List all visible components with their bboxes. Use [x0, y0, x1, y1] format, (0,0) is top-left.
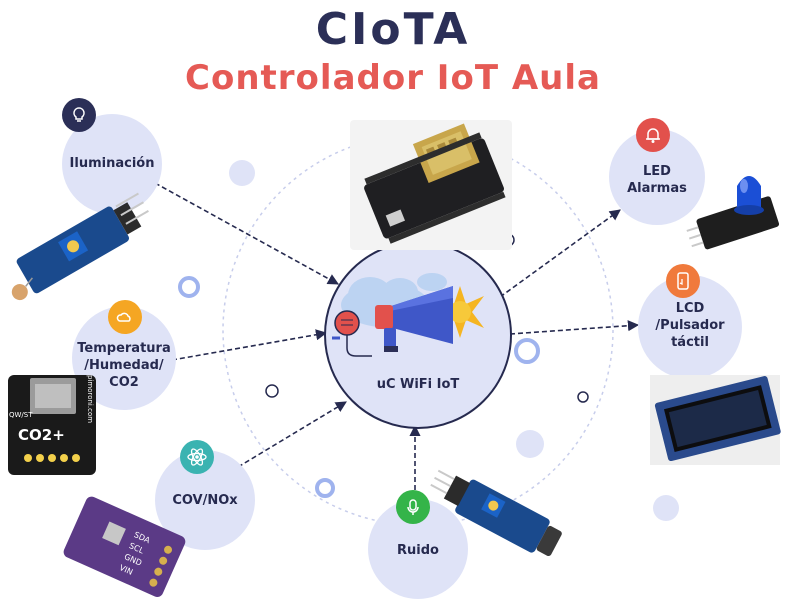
center-node	[324, 241, 512, 429]
decor-dot	[315, 478, 335, 498]
label-temperatura-line: CO2	[109, 375, 139, 390]
bell-icon	[636, 118, 670, 152]
label-ruido: Ruido	[397, 543, 439, 558]
label-led: LED Alarmas	[612, 163, 702, 197]
decor-dot	[514, 338, 540, 364]
decor-dot	[265, 384, 279, 398]
qwst-label: QW/ST	[9, 411, 33, 419]
node-cov	[155, 450, 255, 550]
co2-board-label: CO2+	[18, 426, 65, 444]
pimoroni-label: pimoroni.com	[86, 375, 94, 423]
voc-sensor-board-image: VIN GND SCL SDA	[63, 496, 186, 597]
sound-sensor-module-image	[430, 469, 562, 557]
microphone-icon	[396, 490, 430, 524]
arrow-led	[499, 209, 621, 298]
node-led	[609, 129, 705, 225]
label-lcd-line: táctil	[671, 335, 709, 350]
label-led-line: Alarmas	[627, 181, 687, 196]
label-iluminacion: Iluminación	[69, 156, 155, 171]
node-ruido	[368, 499, 468, 599]
decor-dot	[178, 276, 200, 298]
led-module-image	[686, 176, 780, 250]
decor-dot	[229, 160, 255, 186]
label-led-line: LED	[643, 164, 671, 179]
cloud-sun-icon	[108, 300, 142, 334]
lightbulb-icon	[62, 98, 96, 132]
atom-icon	[180, 440, 214, 474]
node-lcd	[638, 275, 742, 379]
main-title: CIoTA	[315, 4, 471, 55]
arrow-lcd	[509, 320, 640, 335]
arrow-cov	[237, 401, 347, 468]
label-cov: COV/NOx	[172, 493, 238, 508]
label-temperatura-line: Temperatura	[77, 341, 171, 356]
megaphone-cloud-icon	[332, 273, 484, 357]
co2-sensor-board-image: CO2+ QW/ST pimoroni.com	[8, 375, 96, 475]
label-lcd: LCD /Pulsador táctil	[640, 300, 740, 351]
arrow-iluminacion	[154, 182, 339, 285]
center-label: uC WiFi IoT	[376, 377, 460, 392]
decor-dot	[653, 495, 679, 521]
nodemcu-board-image	[350, 120, 512, 250]
arrow-temperatura	[171, 329, 328, 361]
decor-dot	[516, 430, 544, 458]
node-iluminacion	[62, 114, 162, 214]
touch-phone-icon	[666, 264, 700, 298]
node-temperatura	[72, 306, 176, 410]
decor-dot	[577, 391, 589, 403]
label-temperatura: Temperatura /Humedad/ CO2	[74, 340, 174, 391]
oled-display-image	[650, 375, 781, 465]
light-sensor-module-image	[11, 192, 149, 301]
label-lcd-line: LCD	[675, 301, 705, 316]
label-temperatura-line: /Humedad/	[84, 358, 164, 373]
subtitle: Controlador IoT Aula	[185, 58, 601, 98]
label-lcd-line: /Pulsador	[655, 318, 725, 333]
